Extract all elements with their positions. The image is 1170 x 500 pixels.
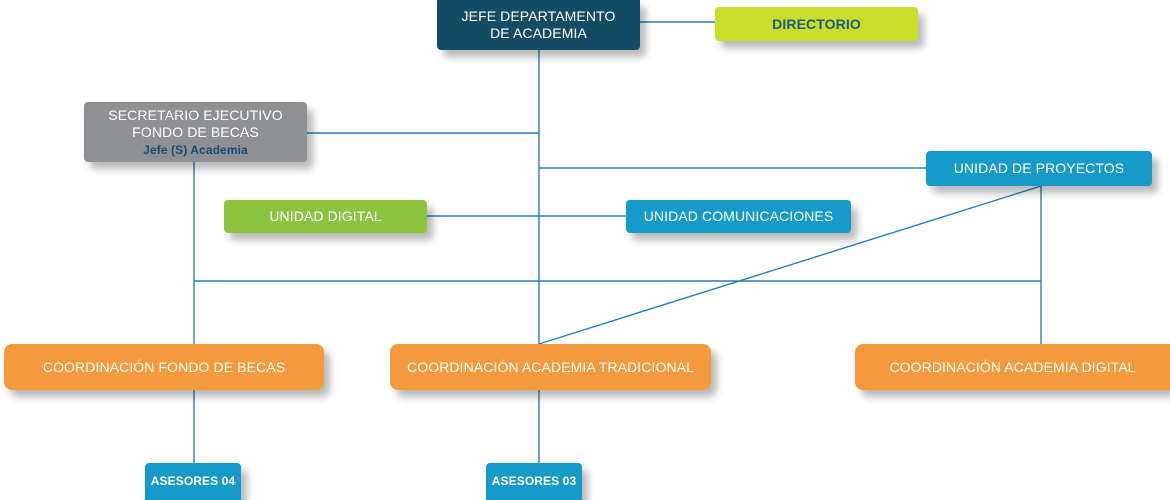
jefe-line2: DE ACADEMIA xyxy=(490,25,587,41)
asesores-04-label: ASESORES 04 xyxy=(150,474,236,489)
secretario-line2: FONDO DE BECAS xyxy=(132,123,259,140)
jefe-departamento-box: JEFE DEPARTAMENTO DE ACADEMIA xyxy=(437,0,640,50)
coordinacion-fondo-becas-box: COORDINACIÓN FONDO DE BECAS xyxy=(4,344,324,390)
secretario-subtitle: Jefe (S) Academia xyxy=(143,142,248,157)
directorio-label: DIRECTORIO xyxy=(772,15,861,32)
directorio-box: DIRECTORIO xyxy=(715,7,918,41)
unidad-proyectos-box: UNIDAD DE PROYECTOS xyxy=(926,151,1152,186)
unidad-comunicaciones-box: UNIDAD COMUNICACIONES xyxy=(626,200,851,233)
unidad-comunicaciones-label: UNIDAD COMUNICACIONES xyxy=(643,208,834,225)
connector-proyectos-to-tradicional xyxy=(538,185,1042,345)
asesores-04-box: ASESORES 04 xyxy=(145,463,241,500)
coordinacion-fondo-becas-label: COORDINACIÓN FONDO DE BECAS xyxy=(42,358,286,375)
coordinacion-academia-digital-box: COORDINACIÓN ACADEMIA DIGITAL xyxy=(855,344,1170,390)
coordinacion-academia-tradicional-box: COORDINACIÓN ACADEMIA TRADICIONAL xyxy=(390,344,711,390)
jefe-line1: JEFE DEPARTAMENTO xyxy=(461,8,616,25)
asesores-03-label: ASESORES 03 xyxy=(491,474,577,489)
secretario-line1: SECRETARIO EJECUTIVO xyxy=(108,107,283,123)
unidad-digital-label: UNIDAD DIGITAL xyxy=(269,208,382,225)
unidad-digital-box: UNIDAD DIGITAL xyxy=(224,200,427,233)
secretario-ejecutivo-box: SECRETARIO EJECUTIVO FONDO DE BECAS Jefe… xyxy=(84,102,307,162)
unidad-proyectos-label: UNIDAD DE PROYECTOS xyxy=(953,160,1125,177)
coordinacion-academia-tradicional-label: COORDINACIÓN ACADEMIA TRADICIONAL xyxy=(407,358,694,375)
coordinacion-academia-digital-label: COORDINACIÓN ACADEMIA DIGITAL xyxy=(889,358,1136,375)
asesores-03-box: ASESORES 03 xyxy=(486,463,582,500)
